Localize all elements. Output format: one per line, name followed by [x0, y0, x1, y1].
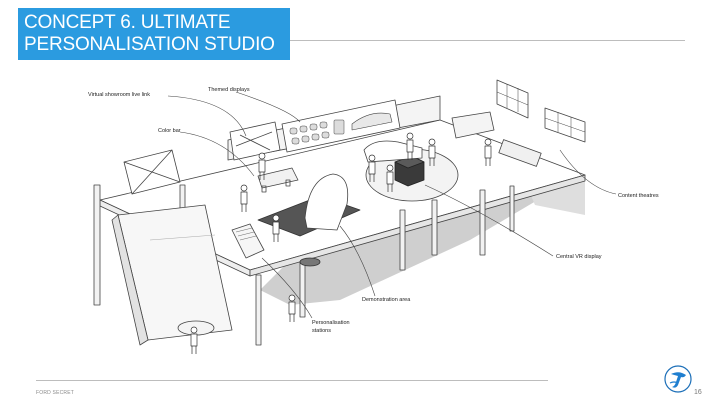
- footer-confidential: FORD SECRET: [36, 390, 75, 396]
- callout-leaders: [167, 91, 617, 319]
- page-number: 16: [694, 389, 702, 396]
- callout-color-bar: Color bar: [158, 128, 181, 134]
- personalisation-station: [231, 223, 265, 259]
- callout-personalisation-line-1: Personalisation: [312, 320, 350, 326]
- slide-title-line-1: CONCEPT 6. ULTIMATE: [24, 12, 231, 33]
- slide-title-line-2: PERSONALISATION STUDIO: [24, 34, 275, 55]
- callout-content-theatres: Content theatres: [618, 193, 659, 199]
- callout-demonstration-area: Demonstration area: [362, 297, 411, 303]
- callout-virtual-showroom: Virtual showroom live link: [88, 92, 150, 98]
- callout-personalisation-line-2: stations: [312, 328, 331, 334]
- content-theatre-screen-1: [496, 79, 529, 119]
- title-box: CONCEPT 6. ULTIMATE PERSONALISATION STUD…: [18, 8, 290, 60]
- callout-central-vr: Central VR display: [556, 254, 602, 260]
- title-divider: [290, 40, 685, 41]
- demonstration-car: [304, 173, 349, 231]
- callout-themed-displays: Themed displays: [208, 87, 250, 93]
- color-bar: [257, 167, 299, 189]
- footer-divider: [36, 380, 548, 381]
- people-figures: [190, 132, 492, 354]
- showroom-live-link-screen: [229, 121, 281, 161]
- ford-logo-icon: [664, 365, 692, 393]
